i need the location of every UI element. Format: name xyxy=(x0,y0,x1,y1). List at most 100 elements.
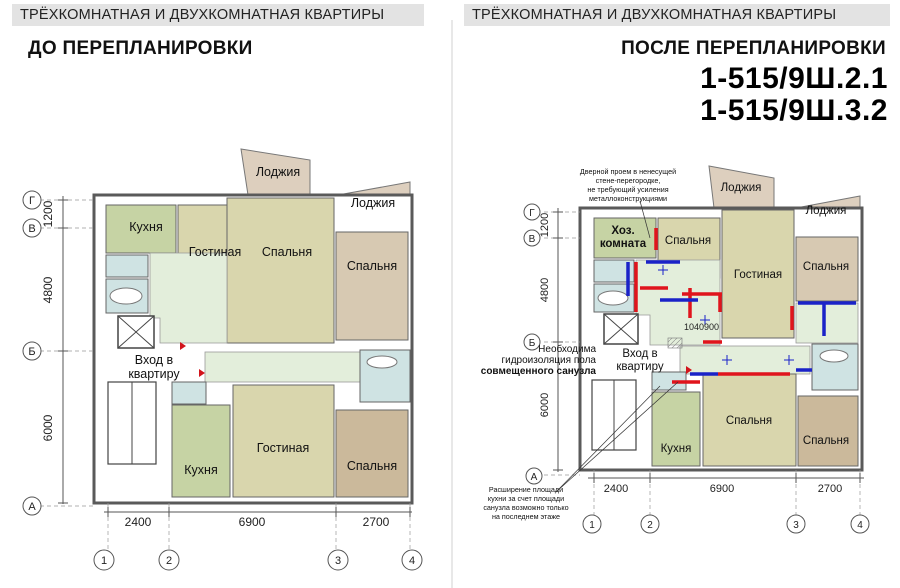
right-dim-1200: 1200 xyxy=(539,213,551,237)
right-new-walls xyxy=(634,228,794,384)
left-label-loggia2: Лоджия xyxy=(351,196,395,210)
left-axis-1: 1 xyxy=(101,555,107,567)
right-label-bedroom-d: Спальня xyxy=(803,435,849,447)
right-label-bedroom-c: Спальня xyxy=(726,415,772,427)
left-axis-B: Б xyxy=(28,346,35,358)
left-label-loggia1: Лоджия xyxy=(256,165,300,179)
left-corridor-mid xyxy=(204,351,386,383)
left-entry-arrow-2 xyxy=(199,369,205,377)
right-tub-mid xyxy=(819,349,849,363)
right-note-water-1: Необходима xyxy=(538,343,596,355)
right-axis-B: Б xyxy=(529,338,536,349)
right-note-door-3: не требующий усиления xyxy=(587,185,668,194)
right-staircase xyxy=(591,379,637,451)
right-dim-4800: 4800 xyxy=(539,278,551,302)
panel-divider xyxy=(451,20,453,588)
right-note-door-1: Дверной проем в ненесущей xyxy=(580,167,676,176)
right-dim-2400: 2400 xyxy=(604,483,628,495)
right-label-bedroom-b: Спальня xyxy=(803,261,849,273)
left-kitchen-top xyxy=(105,204,177,254)
left-dim-6000: 6000 xyxy=(41,414,55,441)
right-demolished-walls xyxy=(626,260,856,376)
right-axis-A: А xyxy=(531,472,538,483)
left-label-bedroom-top: Спальня xyxy=(262,245,312,259)
left-bath-top-1 xyxy=(105,254,149,278)
left-kitchen-bottom xyxy=(171,404,231,498)
left-dim-4800: 4800 xyxy=(41,276,55,303)
right-axis-3: 3 xyxy=(793,520,799,531)
right-dim-2700: 2700 xyxy=(818,483,842,495)
right-living xyxy=(721,209,795,339)
right-axis-1: 1 xyxy=(589,520,595,531)
right-note-kitchen-4: на последнем этаже xyxy=(492,512,560,521)
left-entry-arrow-1 xyxy=(180,342,186,350)
right-note-water-3: совмещенного санузла xyxy=(481,366,597,377)
right-note-kitchen-3: санузла возможно только xyxy=(483,503,568,512)
right-axis-V: В xyxy=(529,234,536,245)
left-label-living-bottom: Гостиная xyxy=(257,441,309,455)
left-plan: Г В Б А 1 2 3 4 1200 4800 6000 2400 6900… xyxy=(22,148,423,571)
right-label-loggia1: Лоджия xyxy=(721,182,762,194)
right-label-bedroom-a: Спальня xyxy=(665,235,711,247)
right-axis-4: 4 xyxy=(857,520,863,531)
left-corridor-top xyxy=(149,252,228,344)
left-axis-G: Г xyxy=(29,195,35,207)
right-label-living: Гостиная xyxy=(734,269,782,281)
right-dim-900: 900 xyxy=(704,322,719,332)
left-banner: ТРЁХКОМНАТНАЯ И ДВУХКОМНАТНАЯ КВАРТИРЫ xyxy=(12,4,424,26)
left-tub-mid xyxy=(366,355,398,369)
right-dim-6000: 6000 xyxy=(539,393,551,417)
right-label-kitchen: Кухня xyxy=(661,443,692,455)
right-note-kitchen-1: Расширение площади xyxy=(489,485,563,494)
right-label-entrance-2: квартиру xyxy=(616,361,664,373)
left-axis-A: А xyxy=(28,501,36,513)
right-hall-right xyxy=(795,302,859,344)
right-kitchen xyxy=(651,391,701,467)
right-note-kitchen-2: кухни за счет площади xyxy=(488,494,564,503)
right-label-loggia2: Лоджия xyxy=(806,205,847,217)
left-bedroom-right xyxy=(335,231,409,341)
right-label-storage-1: Хоз. xyxy=(611,225,634,237)
left-living-bottom xyxy=(232,384,335,498)
left-label-kitchen-top: Кухня xyxy=(129,220,162,234)
series-code-1: 1-515/9Ш.2.1 xyxy=(700,62,888,95)
right-bath-top-1 xyxy=(593,259,635,283)
left-axis-V: В xyxy=(28,223,35,235)
right-dim-6900: 6900 xyxy=(710,483,734,495)
left-dim-2400: 2400 xyxy=(125,515,152,529)
right-bedroom-c xyxy=(702,373,797,467)
right-note-door-4: металлоконструкциями xyxy=(589,194,667,203)
left-staircase xyxy=(107,381,157,465)
right-bedroom-b xyxy=(795,236,859,302)
right-label-storage-2: комната xyxy=(600,238,647,250)
left-label-kitchen-bottom: Кухня xyxy=(184,463,217,477)
right-door-marks xyxy=(658,265,794,365)
left-label-entrance-2: квартиру xyxy=(128,367,180,381)
right-title: ПОСЛЕ ПЕРЕПЛАНИРОВКИ xyxy=(621,38,886,59)
right-dim-1040: 1040 xyxy=(684,322,704,332)
series-code-2: 1-515/9Ш.3.2 xyxy=(700,94,888,127)
left-dim-6900: 6900 xyxy=(239,515,266,529)
right-plan: 900 1040 xyxy=(481,165,870,534)
right-axis-G: Г xyxy=(529,208,535,219)
right-tub-top xyxy=(597,290,629,306)
right-bedroom-d xyxy=(797,395,859,467)
right-axis-2: 2 xyxy=(647,520,653,531)
left-bedroom-bottom xyxy=(335,409,409,498)
left-bedroom-top xyxy=(226,197,335,344)
left-title: ДО ПЕРЕПЛАНИРОВКИ xyxy=(28,38,253,59)
left-dim-1200: 1200 xyxy=(41,200,55,227)
right-banner: ТРЁХКОМНАТНАЯ И ДВУХКОМНАТНАЯ КВАРТИРЫ xyxy=(464,4,890,26)
right-label-entrance-1: Вход в xyxy=(622,348,657,360)
left-tub-top xyxy=(109,287,143,305)
left-axis-4: 4 xyxy=(409,555,415,567)
left-label-living-top: Гостиная xyxy=(189,245,241,259)
left-bath-bottom xyxy=(171,381,207,405)
right-note-door-2: стене-перегородке, xyxy=(596,176,661,185)
left-label-bedroom-bottom: Спальня xyxy=(347,459,397,473)
left-axis-3: 3 xyxy=(335,555,341,567)
left-axis-2: 2 xyxy=(166,555,172,567)
right-note-water-2: гидроизоляция пола xyxy=(501,355,596,366)
